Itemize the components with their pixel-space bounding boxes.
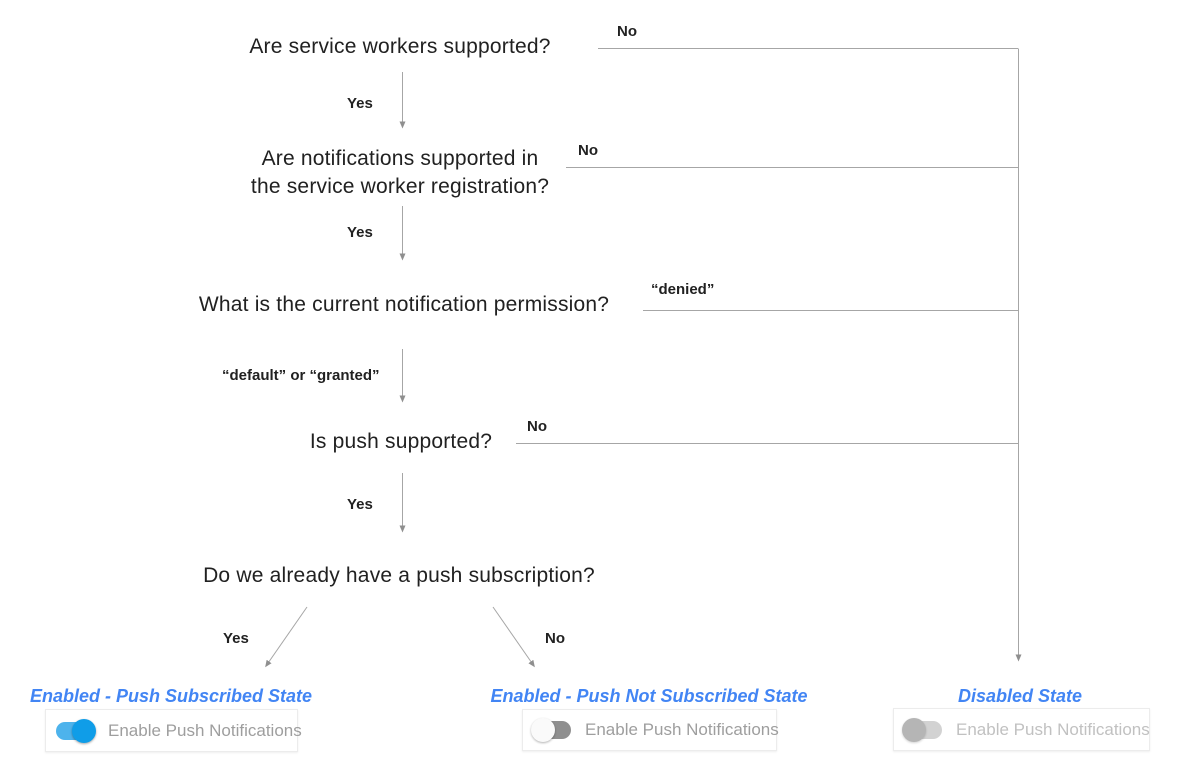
- question-notification-permission: What is the current notification permiss…: [198, 293, 610, 316]
- edge-label-q2-yes: Yes: [347, 224, 373, 241]
- toggle-thumb: [531, 718, 555, 742]
- question-service-workers-supported: Are service workers supported?: [249, 35, 551, 58]
- enable-push-card-disabled: Enable Push Notifications: [893, 708, 1150, 751]
- enable-push-card-not-subscribed[interactable]: Enable Push Notifications: [522, 709, 779, 751]
- enable-push-label: Enable Push Notifications: [956, 719, 1150, 739]
- enable-push-label: Enable Push Notifications: [108, 720, 302, 740]
- state-label-disabled: Disabled State: [957, 686, 1083, 706]
- push-toggle-off[interactable]: [531, 718, 571, 742]
- connector-q5-no: [492, 606, 535, 668]
- edge-label-q3-denied: “denied”: [651, 281, 715, 298]
- edge-label-q1-no: No: [617, 23, 637, 40]
- state-label-push-subscribed: Enabled - Push Subscribed State: [29, 686, 313, 706]
- push-toggle-on[interactable]: [56, 718, 96, 743]
- push-toggle-disabled: [902, 717, 942, 742]
- edge-label-q3-default-granted: “default” or “granted”: [222, 367, 380, 384]
- question-notifications-supported: Are notifications supported in the servi…: [250, 147, 550, 198]
- enable-push-card-subscribed[interactable]: Enable Push Notifications: [45, 709, 302, 752]
- edge-label-q5-no: No: [545, 630, 565, 647]
- edge-label-q4-yes: Yes: [347, 496, 373, 513]
- state-label-push-not-subscribed: Enabled - Push Not Subscribed State: [490, 686, 808, 706]
- edge-label-q5-yes: Yes: [223, 630, 249, 647]
- enable-push-label: Enable Push Notifications: [585, 720, 779, 739]
- toggle-thumb: [72, 718, 96, 743]
- edge-label-q1-yes: Yes: [347, 95, 373, 112]
- question-push-subscription: Do we already have a push subscription?: [203, 564, 595, 587]
- question-push-supported: Is push supported?: [309, 430, 493, 453]
- edge-label-q2-no: No: [578, 142, 598, 159]
- toggle-thumb: [902, 717, 926, 742]
- edge-label-q4-no: No: [527, 418, 547, 435]
- connector-q5-yes: [265, 606, 308, 668]
